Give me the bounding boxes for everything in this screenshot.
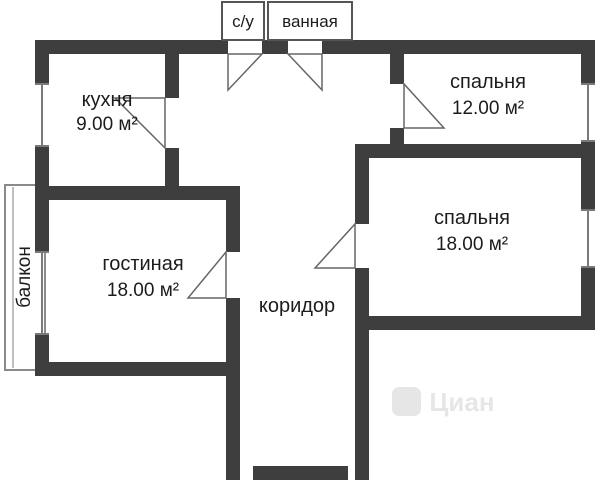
wall-segment: [262, 40, 288, 54]
wall-segment: [226, 298, 240, 376]
kitchen-window: [35, 83, 49, 147]
entrance-wall-segment: [253, 466, 348, 480]
wall-segment: [35, 186, 240, 200]
wc-label: с/у: [232, 12, 254, 31]
wall-segment: [226, 200, 240, 252]
watermark: Циан: [392, 387, 495, 417]
wall-segment: [355, 316, 595, 330]
kitchen-door-swing: [113, 97, 166, 150]
wall-segment: [35, 40, 49, 84]
balcony-label: балкон: [14, 246, 35, 308]
kitchen-label: кухня: [82, 89, 133, 111]
living-room-label: гостиная: [102, 253, 183, 275]
bedroom12-door-swing: [403, 82, 446, 129]
bedroom18-door-swing: [313, 222, 356, 269]
bedroom12-window: [581, 83, 595, 142]
wall-segment: [581, 141, 595, 210]
wall-segment: [165, 54, 179, 98]
wall-segment: [581, 267, 595, 330]
wall-segment: [355, 144, 595, 158]
balcony-door-window: [35, 251, 49, 335]
wall-segment: [581, 40, 595, 84]
wall-segment: [355, 268, 369, 330]
wall-segment: [355, 158, 369, 224]
watermark-label: Циан: [429, 387, 494, 417]
kitchen-area: 9.00 м²: [76, 114, 138, 135]
bedroom12-label: спальня: [450, 71, 526, 93]
bathroom-label: ванная: [282, 12, 338, 31]
wc-room-box: [221, 1, 265, 41]
wall-segment: [322, 40, 595, 54]
bedroom18-label: спальня: [434, 207, 510, 229]
corridor-label: коридор: [259, 295, 335, 317]
wall-segment: [35, 40, 228, 54]
living-room-area: 18.00 м²: [107, 280, 179, 301]
bathroom-door-swing: [286, 53, 323, 92]
living-room-door-swing: [186, 249, 227, 299]
bedroom18-area: 18.00 м²: [436, 234, 508, 255]
wall-segment: [226, 376, 240, 480]
wc-door-swing: [227, 53, 264, 92]
wall-segment: [390, 54, 404, 84]
bedroom12-area: 12.00 м²: [452, 98, 524, 119]
wall-segment: [35, 362, 240, 376]
bathroom-room-box: [267, 1, 353, 41]
wall-segment: [355, 330, 369, 480]
bedroom18-window: [581, 209, 595, 268]
